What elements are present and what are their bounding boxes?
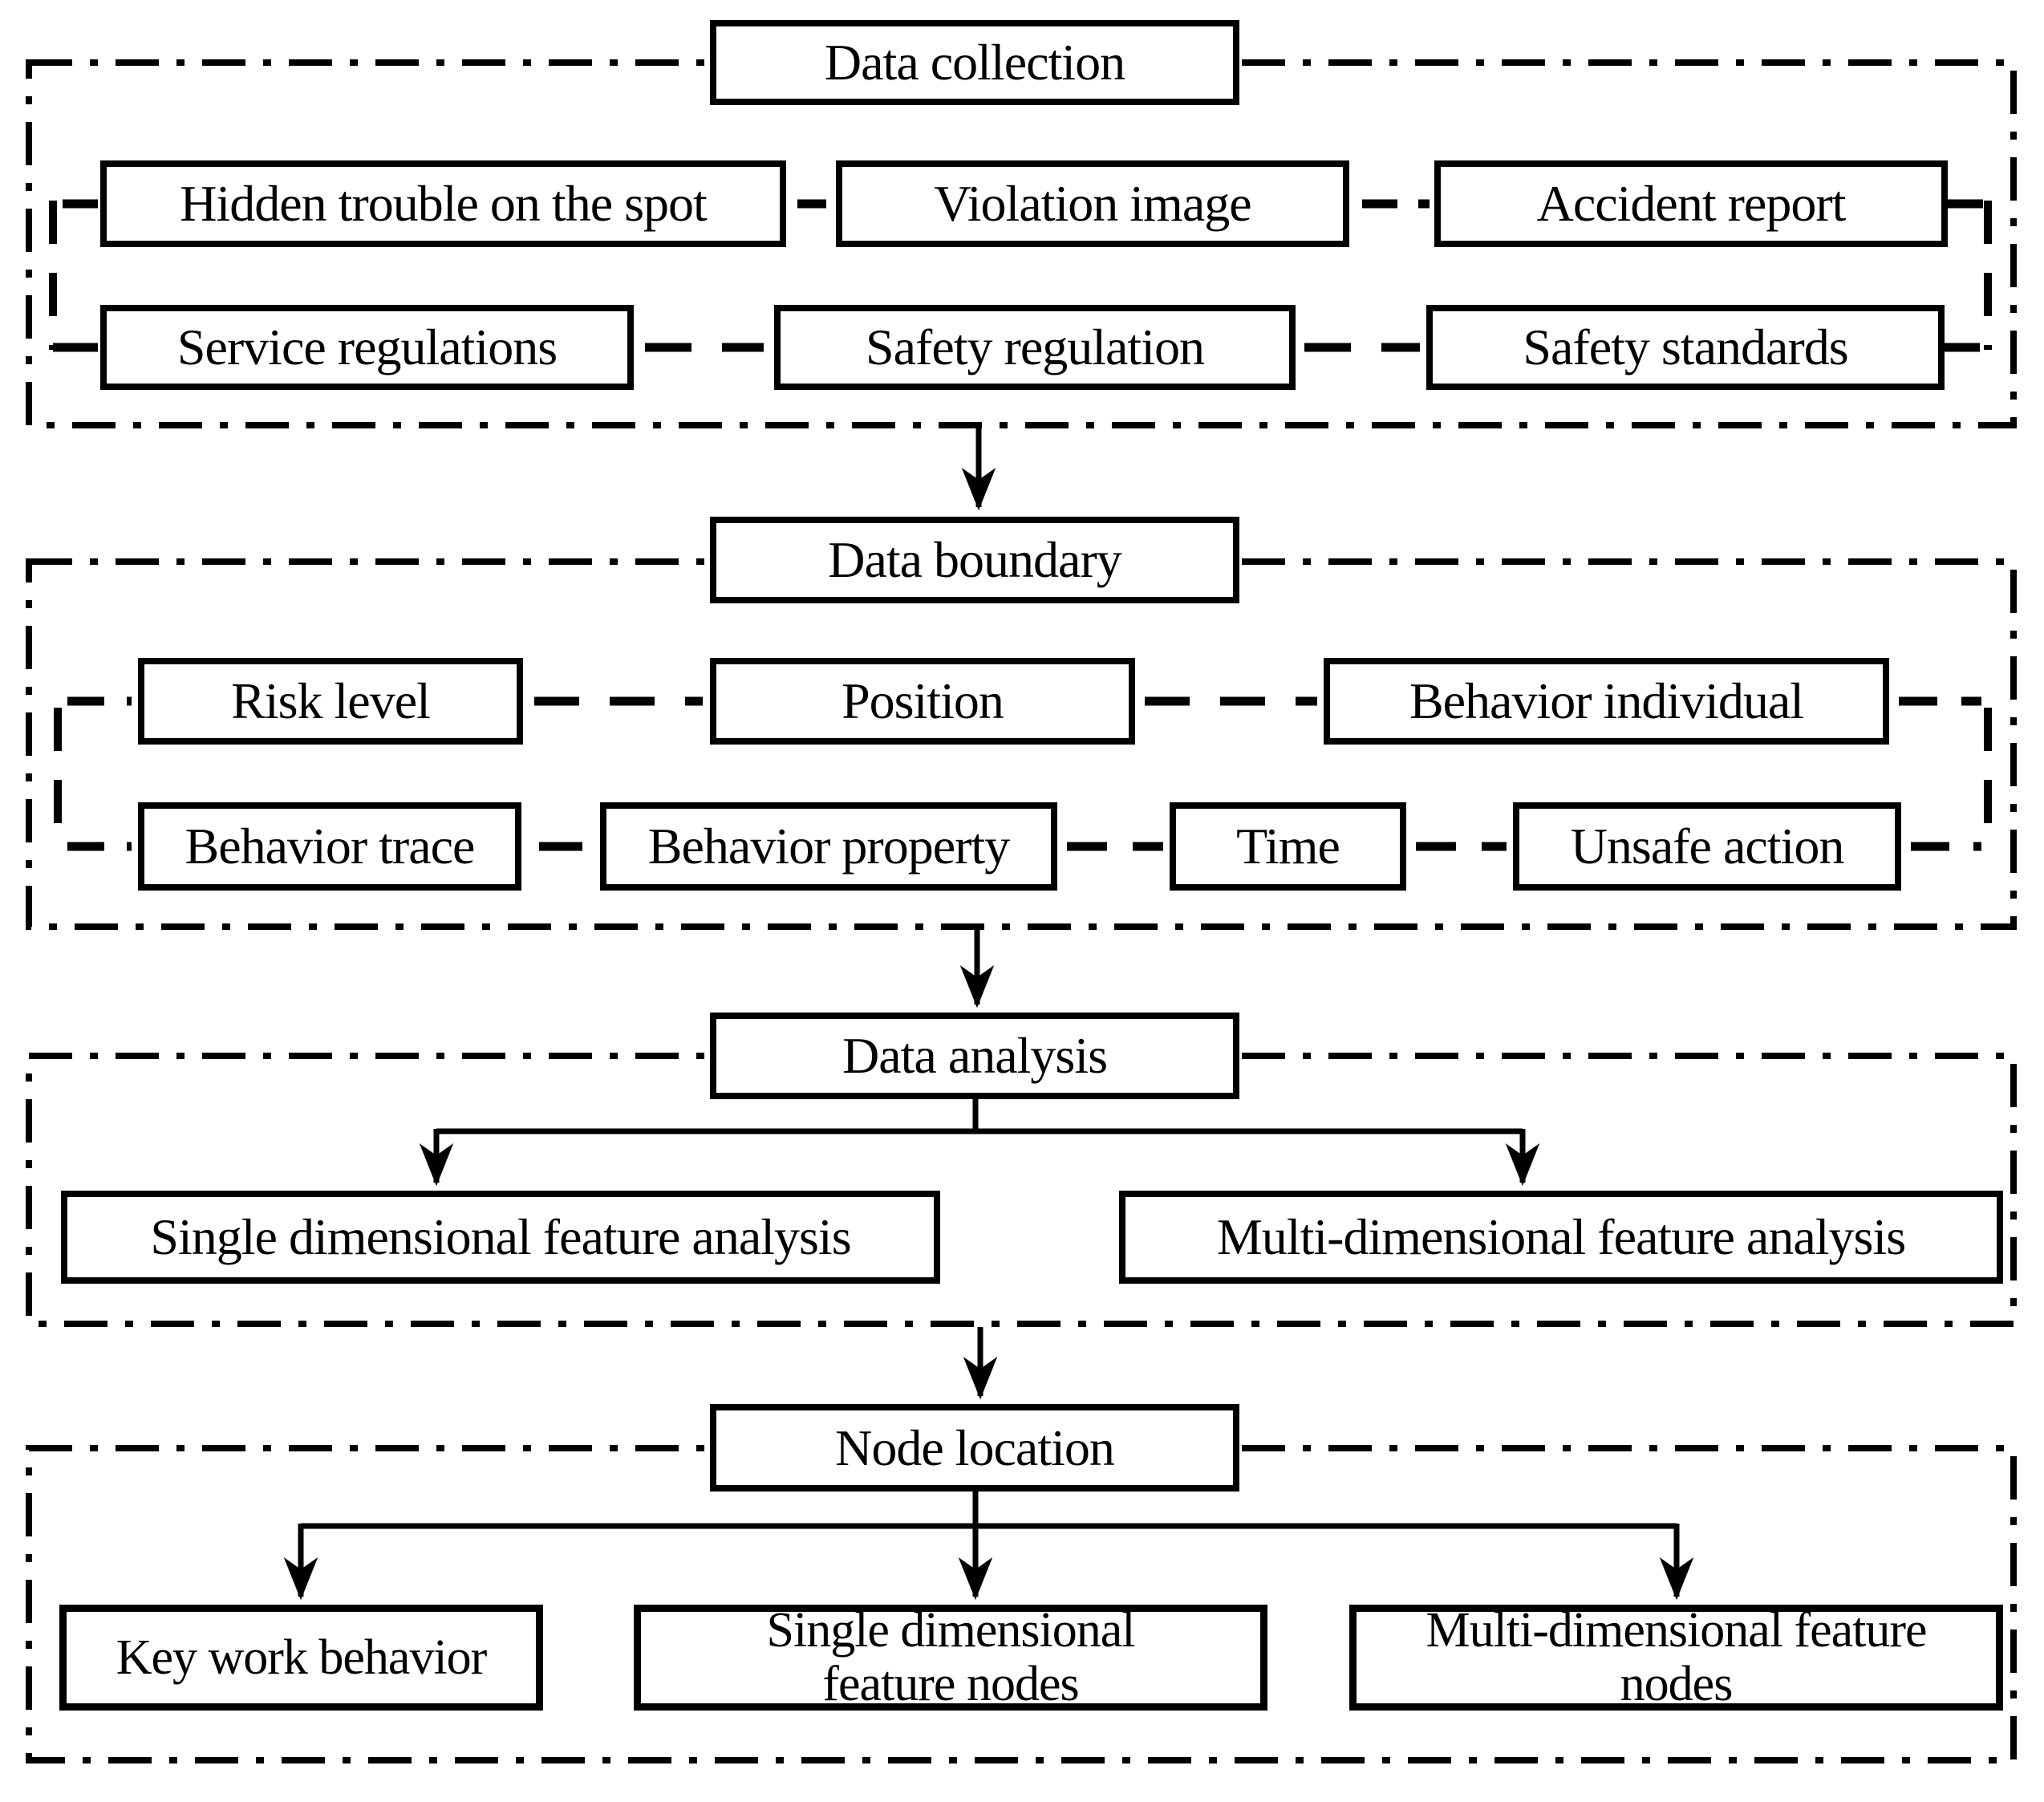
node-location-branch: [283, 1492, 1694, 1601]
box-unsafe-action: Unsafe action: [1513, 802, 1901, 891]
box-time: Time: [1170, 802, 1406, 891]
title-box-node-location: Node location: [710, 1404, 1239, 1492]
box-safety-regulation: Safety regulation: [774, 305, 1296, 390]
box-behavior-property: Behavior property: [600, 802, 1057, 891]
title-box-data-analysis: Data analysis: [710, 1013, 1239, 1099]
box-violation-image: Violation image: [836, 160, 1349, 247]
title-box-data-boundary: Data boundary: [710, 517, 1239, 603]
box-key-work-behavior: Key work behavior: [59, 1605, 543, 1711]
data-boundary-connectors: [54, 696, 1992, 851]
box-single-dimensional-feature-nodes: Single dimensional feature nodes: [634, 1604, 1267, 1711]
box-safety-standards: Safety standards: [1426, 305, 1945, 390]
box-position: Position: [710, 658, 1135, 745]
data-collection-connectors: [49, 199, 1992, 352]
box-multi-dimensional-feature-nodes: Multi-dimensional feature nodes: [1349, 1604, 2003, 1711]
box-behavior-trace: Behavior trace: [138, 802, 521, 891]
box-risk-level: Risk level: [138, 658, 523, 745]
box-accident-report: Accident report: [1434, 160, 1948, 247]
title-box-data-collection: Data collection: [710, 20, 1239, 105]
box-behavior-individual: Behavior individual: [1324, 658, 1889, 745]
box-multi-dimensional-feature-analysis: Multi-dimensional feature analysis: [1119, 1191, 2003, 1284]
box-single-dimensional-feature-analysis: Single dimensional feature analysis: [61, 1191, 940, 1284]
data-analysis-branch: [419, 1099, 1540, 1187]
flow-arrows: [959, 428, 998, 1400]
box-hidden-trouble-on-the-spot: Hidden trouble on the spot: [100, 160, 786, 247]
box-service-regulations: Service regulations: [100, 305, 634, 390]
